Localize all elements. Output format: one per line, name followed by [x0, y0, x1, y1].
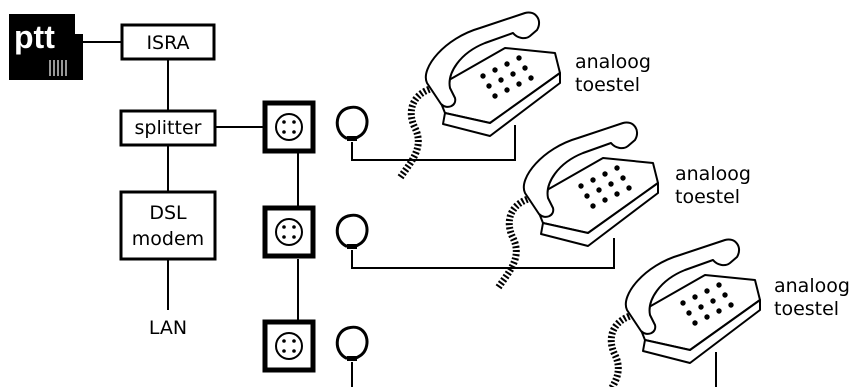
phone-2-label-line1: analoog: [675, 163, 751, 185]
phone-3-label-line1: analoog: [774, 275, 850, 297]
phone-2-label-line2: toestel: [675, 186, 740, 208]
logo-text: ptt: [14, 19, 55, 55]
plug-icon: [335, 105, 369, 143]
lan-label: LAN: [149, 317, 187, 339]
plug-icon: [335, 213, 369, 251]
splitter-box: splitter: [119, 109, 217, 147]
telephone-icon: [600, 239, 760, 387]
phone-3-label-line2: toestel: [774, 298, 839, 320]
wall-socket-icon: [265, 103, 313, 151]
dsl-label: DSL: [149, 202, 187, 224]
modem-label: modem: [132, 228, 204, 250]
ptt-logo: ptt: [9, 14, 83, 80]
wall-socket-icon: [265, 322, 313, 370]
phone-1-label-line2: toestel: [575, 74, 640, 96]
dsl-modem-box: DSL modem: [119, 190, 217, 261]
plug-icon: [335, 325, 369, 363]
wall-socket-icon: [265, 208, 313, 256]
telephone-icon: [498, 122, 658, 288]
phone-1-label-line1: analoog: [575, 51, 651, 73]
isra-label: ISRA: [146, 32, 189, 54]
isra-box: ISRA: [120, 23, 216, 61]
telephone-icon: [400, 12, 560, 178]
splitter-label: splitter: [135, 117, 202, 139]
